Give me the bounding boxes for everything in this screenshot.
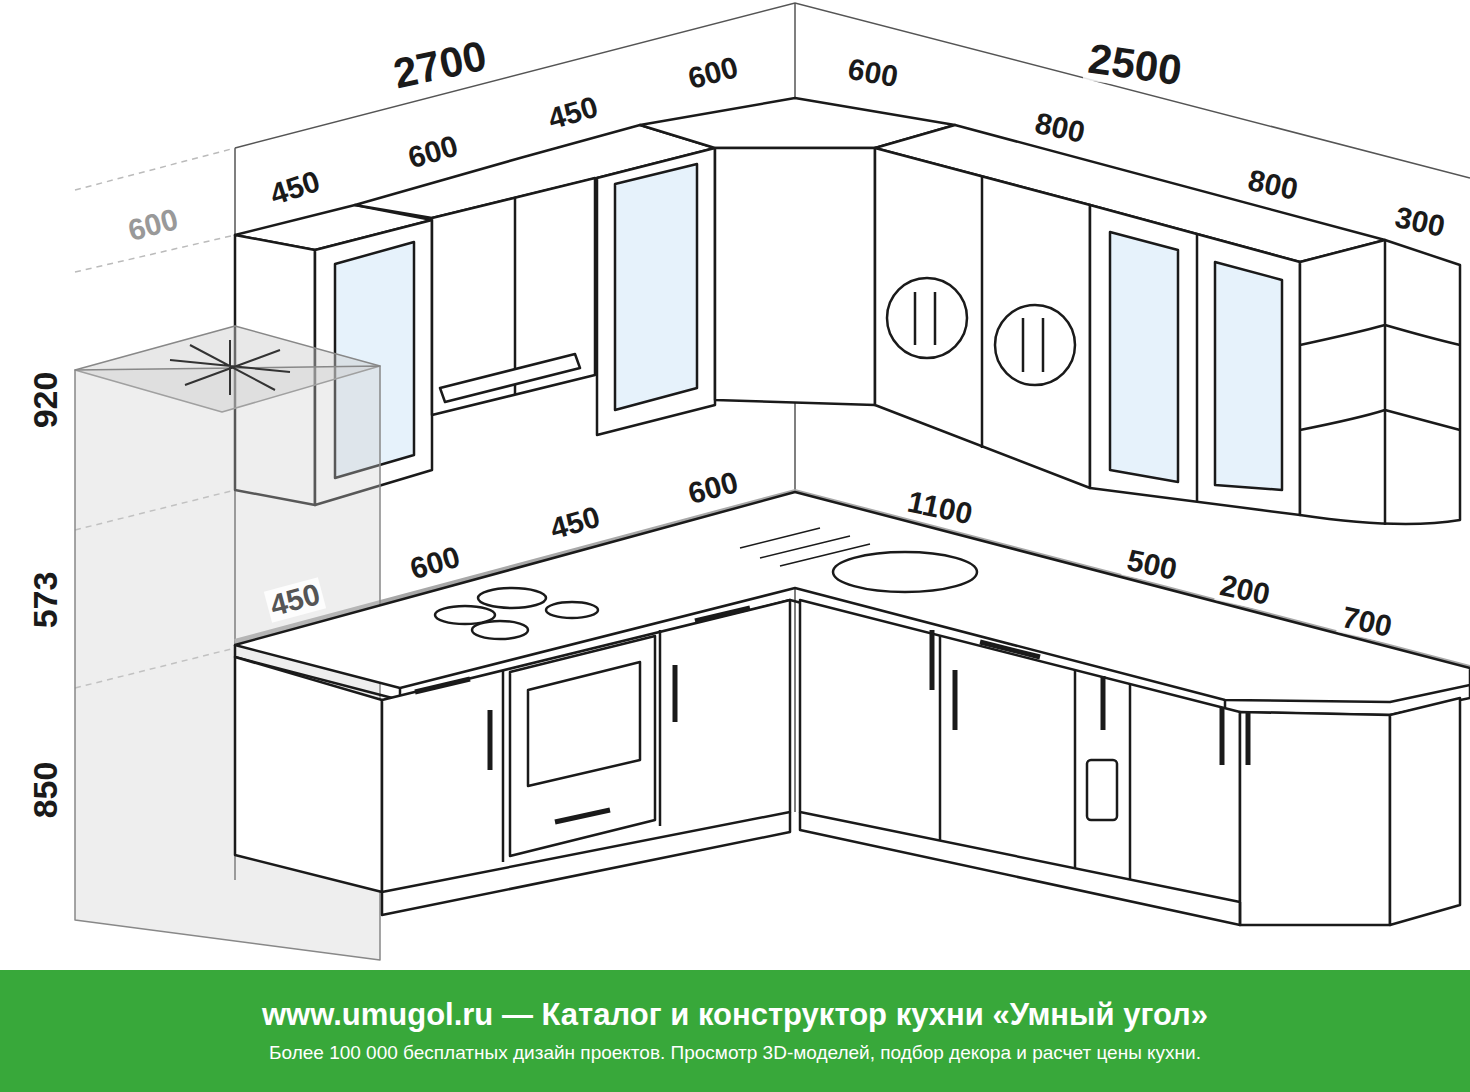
- dimension-label: 573: [27, 569, 63, 632]
- dimension-label: 600: [843, 52, 904, 93]
- dimension-label: 300: [1389, 201, 1450, 244]
- dimension-label: 2500: [1083, 36, 1188, 93]
- dimension-label: 450: [542, 90, 605, 136]
- dimension-label: 600: [402, 129, 465, 175]
- dimension-label: 850: [27, 759, 63, 822]
- dimension-label: 600: [404, 540, 467, 586]
- dimension-label: 600: [122, 202, 184, 247]
- footer-note: Более 100 000 бесплатных дизайн проектов…: [269, 1041, 1201, 1066]
- dimension-label: 920: [27, 369, 63, 432]
- dimension-label: 600: [682, 465, 744, 510]
- footer-heading: www.umugol.ru — Каталог и конструктор ку…: [262, 996, 1208, 1033]
- footer-band: www.umugol.ru — Каталог и конструктор ку…: [0, 970, 1470, 1092]
- dimension-label: 450: [263, 164, 326, 212]
- dimension-label: 2700: [387, 33, 493, 97]
- dimension-label: 450: [544, 500, 607, 546]
- dimension-label: 800: [1242, 164, 1303, 207]
- dimension-label: 600: [682, 50, 744, 95]
- dimension-label: 800: [1029, 107, 1090, 150]
